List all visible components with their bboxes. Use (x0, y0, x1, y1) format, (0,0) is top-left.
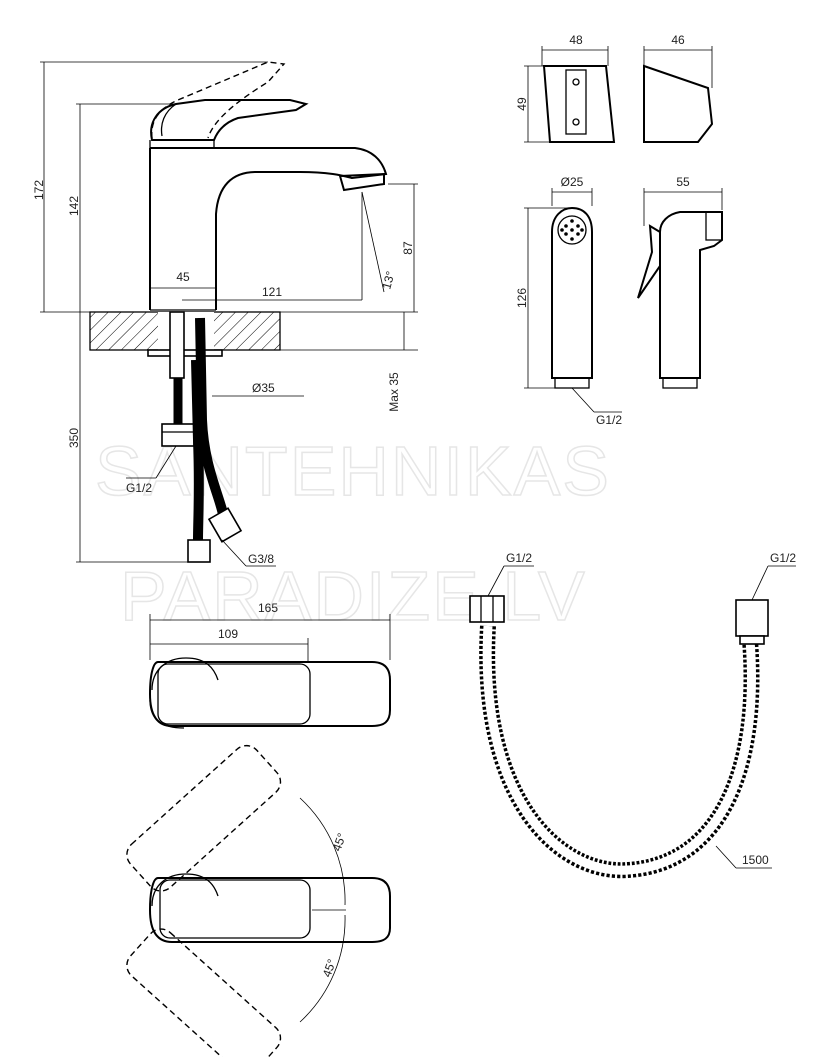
inlet-nut-g12 (161, 423, 195, 447)
shower-hose: G1/2 G1/2 1500 (469, 551, 796, 879)
dim-height-body: 142 (67, 196, 81, 216)
label-hose-length: 1500 (742, 853, 769, 867)
sprayer-side-thread (662, 377, 698, 389)
top-lever-base (151, 657, 219, 691)
dim-holder-depth: 46 (671, 33, 685, 47)
hose-nut-left (469, 595, 505, 623)
hose-coil-inner (482, 625, 756, 875)
sprayer-side-tip (705, 211, 723, 241)
sprayer-side-body (659, 211, 723, 379)
lever-edge (160, 103, 177, 137)
mounting-stud (169, 311, 185, 379)
sprayer-nozzle-face (557, 215, 587, 245)
sprayer-thread (554, 377, 590, 389)
label-outlet-thread: G3/8 (248, 552, 274, 566)
outlet-nut-2 (207, 507, 243, 543)
dim-holder-height: 49 (515, 97, 529, 111)
aerator (338, 172, 385, 192)
dim-top-body-length: 109 (218, 627, 238, 641)
arc-up (299, 797, 346, 906)
faucet-side-dimensions: 172 142 87 13° 45 121 Max 35 Ø35 350 G1/… (32, 61, 418, 567)
nozzle-holes (560, 219, 584, 241)
lever-raised-outline (151, 61, 286, 139)
holder-screw-bottom (572, 118, 580, 126)
faucet-side-view (89, 61, 388, 563)
body-cap (149, 140, 215, 149)
dim-base-width: 45 (176, 270, 190, 284)
hose-coil (479, 625, 760, 879)
faucet-top-view: 165 109 (148, 601, 391, 729)
handle-rotation-view: 45° 45° (126, 744, 391, 1057)
outlet-nut-1 (187, 539, 211, 563)
hose-ferrule-right (739, 635, 765, 645)
top-lever-base-lower (149, 699, 185, 729)
label-hose-thread-right: G1/2 (770, 551, 796, 565)
holder-front (542, 65, 616, 143)
dim-hole-diameter: Ø35 (252, 381, 275, 395)
hose-nut-right (735, 599, 769, 637)
dim-hose-length: 350 (67, 428, 81, 448)
dim-sprayer-length: 126 (515, 288, 529, 308)
dim-sprayer-width: 55 (676, 175, 690, 189)
dim-sprayer-diameter: Ø25 (561, 175, 584, 189)
holder-side-view: 46 (643, 33, 714, 143)
dim-top-length: 165 (258, 601, 278, 615)
dim-spout-height: 87 (401, 241, 415, 255)
dim-spout-reach: 121 (262, 285, 282, 299)
faucet-body (149, 147, 388, 310)
sprayer-head (551, 206, 593, 379)
rotation-lever (159, 879, 311, 939)
label-hose-thread-left: G1/2 (506, 551, 532, 565)
lever-rotated-down (126, 928, 282, 1057)
deck-hole (158, 312, 214, 350)
holder-front-view: 48 49 (515, 33, 616, 143)
sprayer-side-view: 55 (637, 175, 723, 389)
label-sprayer-thread: G1/2 (596, 413, 622, 427)
sprayer-trigger (637, 224, 661, 299)
rotation-body (148, 877, 391, 943)
dim-holder-width: 48 (569, 33, 583, 47)
lever (150, 99, 309, 141)
dim-spout-angle: 13° (379, 269, 397, 290)
angle-up: 45° (330, 831, 349, 853)
arc-down (299, 914, 346, 1023)
dim-deck-max: Max 35 (387, 372, 401, 412)
label-inlet-thread: G1/2 (126, 481, 152, 495)
mounting-plate (147, 349, 223, 357)
holder-side (643, 64, 714, 143)
dim-height-total: 172 (32, 180, 46, 200)
rotation-lever-base (151, 873, 219, 907)
top-lever (157, 663, 311, 725)
holder-screw-top (572, 78, 580, 86)
sprayer-front-view: Ø25 126 G1/2 (515, 175, 622, 427)
watermark-line2: PARADIZE.LV (120, 557, 587, 635)
angle-down: 45° (320, 957, 339, 979)
top-body (148, 661, 391, 727)
holder-slot (565, 69, 587, 135)
hose-mid (192, 359, 203, 541)
lever-rotated-up (126, 744, 282, 892)
